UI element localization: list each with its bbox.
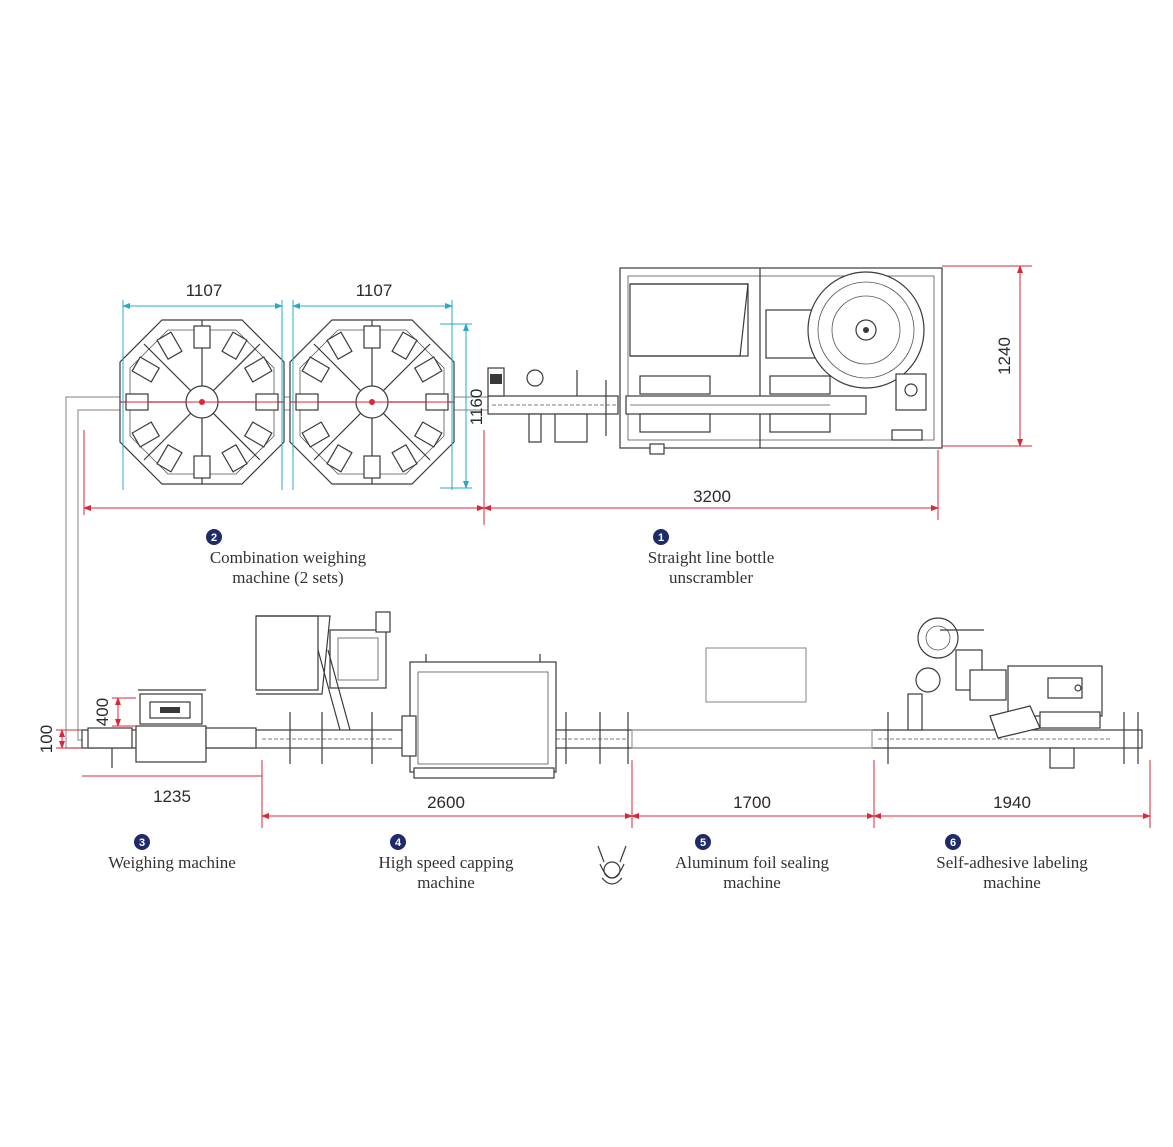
svg-text:Straight line bottle: Straight line bottle: [648, 548, 775, 567]
svg-text:machine (2 sets): machine (2 sets): [232, 568, 343, 587]
upper-run-dimension: [83, 430, 939, 525]
unscrambler-depth-dimension: [942, 265, 1032, 447]
svg-text:Combination weighing: Combination weighing: [210, 548, 367, 567]
station-badge-1: [653, 529, 669, 545]
station-3-label: 3 Weighing machine: [108, 834, 236, 872]
station-badge-3: [134, 834, 150, 850]
dim-weigher-width-a: 1107: [186, 281, 223, 300]
station-badge-6: [945, 834, 961, 850]
dim-weighing-machine-height: 400: [93, 698, 112, 726]
svg-text:1: 1: [658, 532, 664, 544]
svg-text:Self-adhesive labeling: Self-adhesive labeling: [936, 853, 1088, 872]
labeling-machine: [907, 617, 1103, 769]
capping-feed-hopper: [255, 611, 391, 731]
station-badge-2: [206, 529, 222, 545]
combination-weigher-a: [119, 319, 285, 485]
weigher-extent-lines: [122, 300, 472, 490]
lower-conveyor: [81, 712, 1143, 764]
svg-text:unscrambler: unscrambler: [669, 568, 753, 587]
dim-labeling-section: 1940: [993, 793, 1031, 812]
dim-weigher-depth: 1160: [467, 389, 486, 426]
station-2-label: 2 Combination weighing machine (2 sets): [206, 529, 367, 587]
station-badge-5: [695, 834, 711, 850]
upper-conveyor: [487, 367, 619, 443]
sealing-machine: [631, 647, 873, 749]
operator-icon: [597, 845, 627, 885]
svg-text:machine: machine: [983, 873, 1041, 892]
svg-text:machine: machine: [723, 873, 781, 892]
svg-text:4: 4: [395, 837, 402, 849]
svg-text:3: 3: [139, 837, 145, 849]
svg-text:5: 5: [700, 837, 706, 849]
svg-text:High speed capping: High speed capping: [378, 853, 514, 872]
dim-sealing-section: 1700: [733, 793, 771, 812]
svg-text:Weighing machine: Weighing machine: [108, 853, 236, 872]
svg-text:2: 2: [211, 532, 217, 544]
station-5-label: 5 Aluminum foil sealing machine: [675, 834, 829, 892]
lower-section-dimensions: [261, 760, 1151, 828]
combination-weigher-b: [289, 319, 455, 485]
svg-text:6: 6: [950, 837, 956, 849]
station-6-label: 6 Self-adhesive labeling machine: [936, 834, 1088, 892]
dim-weighing-section: 1235: [153, 787, 191, 806]
svg-text:machine: machine: [417, 873, 475, 892]
dim-capping-section: 2600: [427, 793, 465, 812]
bottle-unscrambler: [619, 267, 943, 455]
station-4-label: 4 High speed capping machine: [378, 834, 514, 892]
station-badge-4: [390, 834, 406, 850]
dim-weigher-width-b: 1107: [356, 281, 393, 300]
dim-upper-run: 3200: [693, 487, 731, 506]
station-1-label: 1 Straight line bottle unscrambler: [648, 529, 775, 587]
weighing-machine-dimensions: [56, 697, 262, 777]
svg-text:Aluminum foil sealing: Aluminum foil sealing: [675, 853, 829, 872]
weighing-machine: [87, 689, 257, 768]
dim-unscrambler-depth: 1240: [995, 337, 1014, 375]
capping-machine: [401, 654, 557, 779]
dim-outfeed-height: 100: [37, 725, 56, 753]
